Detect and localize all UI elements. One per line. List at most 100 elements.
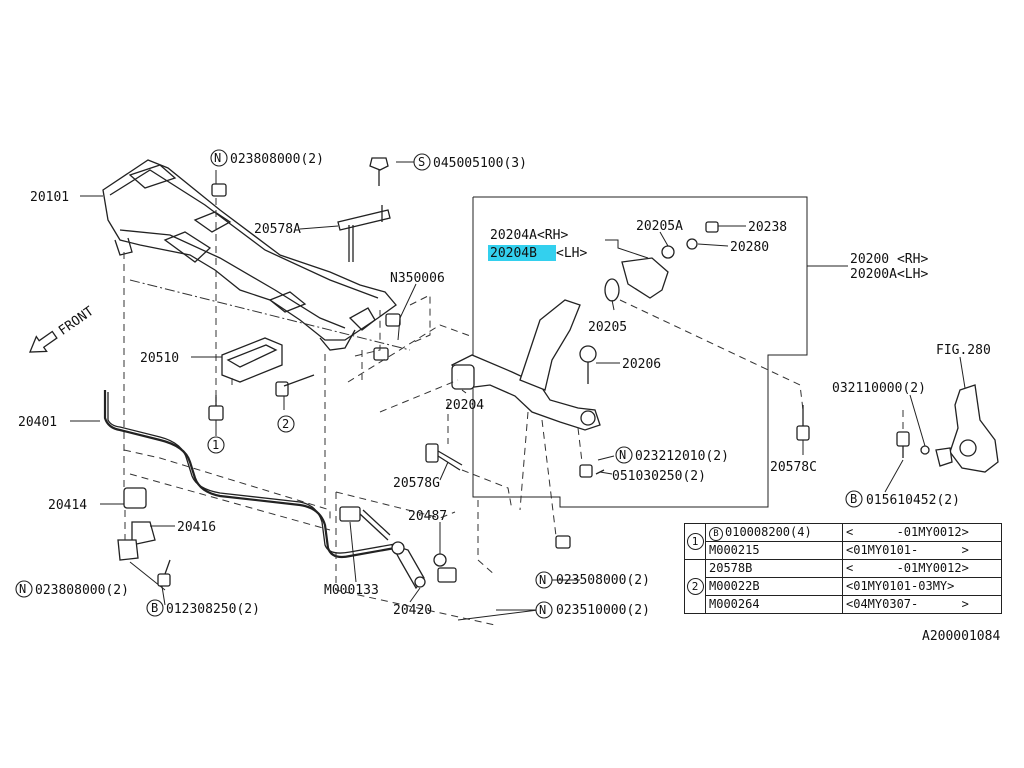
- callout-2-link[interactable]: 2: [277, 415, 295, 433]
- part-link-20200A[interactable]: 20200A<LH>: [850, 267, 928, 282]
- ball-joint-20206-drawing: [579, 345, 597, 384]
- part-link-fig280[interactable]: FIG.280: [936, 343, 991, 358]
- part-label-015610452: 015610452(2): [866, 493, 960, 508]
- callout-1-icon: [207, 436, 225, 454]
- part-link-n350006[interactable]: N350006: [390, 271, 445, 286]
- relation-lines: [123, 198, 904, 626]
- nut-023508000-drawing: [555, 535, 571, 549]
- bracket-20510-drawing: [221, 337, 283, 383]
- part-link-032110000[interactable]: 032110000(2): [832, 381, 926, 396]
- part-label-m000133: M000133: [324, 583, 379, 598]
- b-circle-icon: [146, 599, 164, 617]
- part-link-20200[interactable]: 20200 <RH>: [850, 252, 928, 267]
- part-link-20420[interactable]: 20420: [393, 603, 432, 618]
- part-label-20416: 20416: [177, 520, 216, 535]
- part-link-m000133[interactable]: M000133: [324, 583, 379, 598]
- part-link-20205A[interactable]: 20205A: [636, 219, 683, 234]
- washer-20280b-drawing: [686, 238, 698, 250]
- part-label-20200: 20200 <RH>: [850, 252, 928, 267]
- part-label-20401: 20401: [18, 415, 57, 430]
- variant-range: <04MY0307- >: [842, 595, 1002, 614]
- part-link-20416[interactable]: 20416: [177, 520, 216, 535]
- part-label-023212010: 023212010(2): [635, 449, 729, 464]
- variant-code-cell: M000215: [705, 541, 843, 560]
- front-arrow: FRONT: [29, 304, 97, 353]
- part-link-20280[interactable]: 20280: [730, 240, 769, 255]
- part-label-20205A: 20205A: [636, 219, 683, 234]
- part-link-20414[interactable]: 20414: [48, 498, 87, 513]
- part-link-023212010[interactable]: N 023212010(2): [615, 446, 729, 464]
- figure-id: A200001084: [922, 629, 1000, 644]
- part-link-20204[interactable]: 20204: [445, 398, 484, 413]
- callout-1-label: 1: [212, 438, 219, 452]
- variant-code: M00022B: [709, 579, 760, 593]
- part-label-20578C: 20578C: [770, 460, 817, 475]
- part-label-20420: 20420: [393, 603, 432, 618]
- washer-20280-drawing: [661, 245, 675, 259]
- callout-2-icon: [277, 415, 295, 433]
- nut-032110000-drawing: [920, 445, 930, 455]
- part-link-20487[interactable]: 20487: [408, 509, 447, 524]
- part-link-20204B[interactable]: 20204B <LH>: [488, 245, 587, 261]
- callout-1-link[interactable]: 1: [207, 436, 225, 454]
- part-link-20204A[interactable]: 20204A<RH>: [490, 228, 568, 243]
- part-link-20101[interactable]: 20101: [30, 190, 69, 205]
- part-link-023510000[interactable]: N 023510000(2): [535, 601, 650, 619]
- part-link-20238[interactable]: 20238: [748, 220, 787, 235]
- part-link-20401[interactable]: 20401: [18, 415, 57, 430]
- n-circle-icon: [210, 149, 228, 167]
- part-label-051030250: 051030250(2): [612, 469, 706, 484]
- part-label-20204: 20204: [445, 398, 484, 413]
- prefix-n: N: [19, 582, 26, 596]
- part-link-023808000-top[interactable]: N 023808000(2): [210, 149, 324, 167]
- bolt-m000133-drawing: [339, 506, 391, 541]
- variant-range: <01MY0101- >: [842, 541, 1002, 560]
- prefix-n: N: [619, 448, 626, 462]
- part-link-20578C[interactable]: 20578C: [770, 460, 817, 475]
- part-link-015610452[interactable]: B 015610452(2): [845, 490, 960, 508]
- part-link-20206[interactable]: 20206: [622, 357, 661, 372]
- variant-code-cell: M000264: [705, 595, 843, 614]
- bushing-20414-drawing: [123, 487, 147, 509]
- clamp-20416-drawing: [131, 521, 156, 546]
- prefix-n: N: [539, 603, 546, 617]
- bushing-20205-drawing: [604, 257, 669, 302]
- variant-row[interactable]: M000215<01MY0101- >: [685, 541, 1002, 560]
- part-link-045005100[interactable]: S 045005100(3): [413, 153, 527, 171]
- prefix-n: N: [539, 573, 546, 587]
- part-link-20510[interactable]: 20510: [140, 351, 179, 366]
- n-circle-icon: [535, 601, 553, 619]
- part-label-032110000: 032110000(2): [832, 381, 926, 396]
- knuckle-drawing: [935, 384, 999, 473]
- part-label-023808000-top: 023808000(2): [230, 152, 324, 167]
- variant-row[interactable]: M00022B<01MY0101-03MY>: [685, 577, 1002, 596]
- variant-group-cell: 2: [684, 559, 706, 614]
- part-label-20206: 20206: [622, 357, 661, 372]
- part-label-20205: 20205: [588, 320, 627, 335]
- part-link-20578A[interactable]: 20578A: [254, 222, 301, 237]
- part-link-20205[interactable]: 20205: [588, 320, 627, 335]
- n-circle-icon: [15, 580, 33, 598]
- bolt-20578C-drawing: [796, 412, 810, 441]
- variant-row[interactable]: M000264<04MY0307- >: [685, 595, 1002, 614]
- front-label: FRONT: [56, 304, 97, 339]
- part-link-20578G[interactable]: 20578G: [393, 476, 440, 491]
- part-link-051030250[interactable]: 051030250(2): [612, 469, 706, 484]
- assembly-outline-20200: [472, 196, 808, 508]
- part-label-045005100: 045005100(3): [433, 156, 527, 171]
- b-circle-icon: B: [709, 527, 723, 541]
- part-link-023508000[interactable]: N 023508000(2): [535, 571, 650, 589]
- nut-n350006-drawing: [373, 313, 401, 361]
- part-link-012308250[interactable]: B 012308250(2): [146, 599, 260, 617]
- variant-group-cell: 1: [684, 523, 706, 560]
- nut-top-drawing: [211, 183, 227, 197]
- part-link-023808000-bottom[interactable]: N 023808000(2): [15, 580, 129, 598]
- bolt-20578A-drawing: [337, 205, 391, 262]
- part-label-20487: 20487: [408, 509, 447, 524]
- highlight-20204B: [488, 245, 556, 261]
